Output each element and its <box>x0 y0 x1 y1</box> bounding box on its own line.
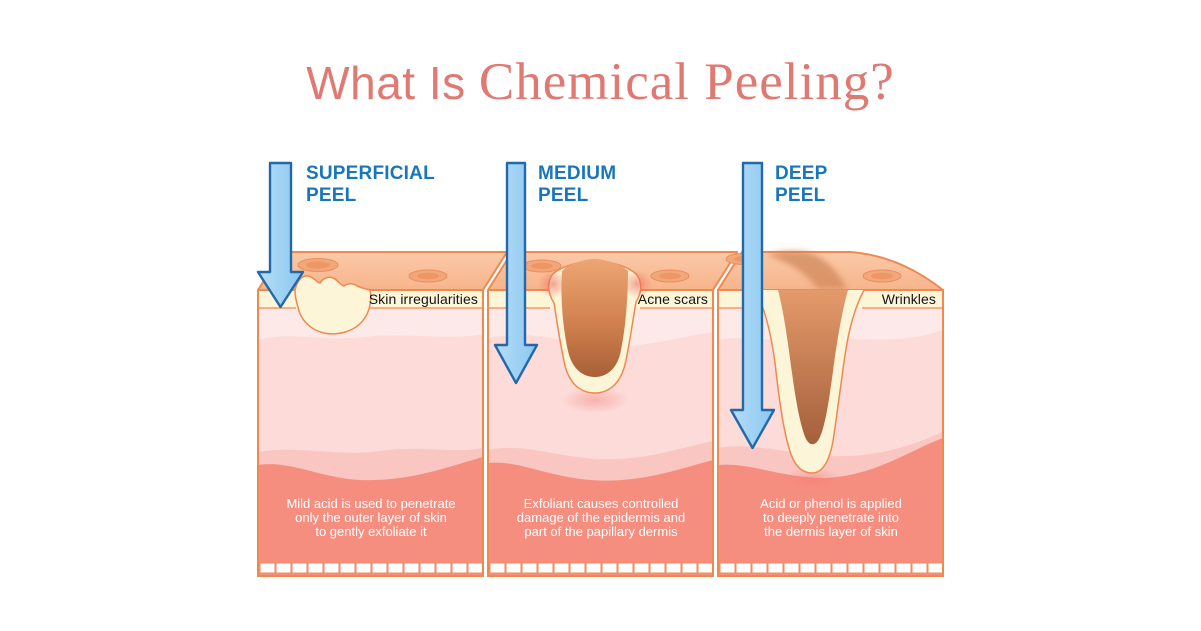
down-arrow-deep-icon <box>729 161 776 450</box>
skin-block-superficial <box>257 251 508 577</box>
page-title: What Is Chemical Peeling? <box>0 52 1201 112</box>
caption-medium: Exfoliant causes controlled damage of th… <box>516 496 686 539</box>
caption-superficial: Mild acid is used to penetrate only the … <box>286 496 456 539</box>
subcutaneous-bricks <box>259 562 484 574</box>
arrow-label-superficial: SUPERFICIAL PEEL <box>306 163 435 206</box>
condition-label-acne-scars: Acne scars <box>637 291 708 307</box>
skin-pores <box>522 259 690 283</box>
title-part-accent: Chemical Peeling? <box>478 53 895 111</box>
condition-label-wrinkles: Wrinkles <box>881 291 936 307</box>
subcutaneous-bricks <box>719 562 944 574</box>
skin-pores <box>297 258 448 283</box>
acne-scar-cavity <box>561 259 628 377</box>
wrinkle-cavity <box>778 290 848 445</box>
depth-arrows <box>256 161 776 450</box>
down-arrow-medium-icon <box>493 161 539 385</box>
arrow-label-deep: DEEP PEEL <box>775 163 828 206</box>
caption-deep: Acid or phenol is applied to deeply pene… <box>760 496 902 539</box>
skin-block-deep <box>717 250 944 577</box>
skin-diagram <box>256 161 944 577</box>
condition-label-skin-irregularities: Skin irregularities <box>368 291 478 307</box>
title-part-plain: What Is <box>306 57 479 109</box>
arrow-label-medium: MEDIUM PEEL <box>538 163 617 206</box>
wrinkle-crease-smudge <box>766 250 847 289</box>
down-arrow-superficial-icon <box>256 161 305 309</box>
subcutaneous-bricks <box>489 562 714 574</box>
skin-irregularity-shape <box>294 275 372 335</box>
